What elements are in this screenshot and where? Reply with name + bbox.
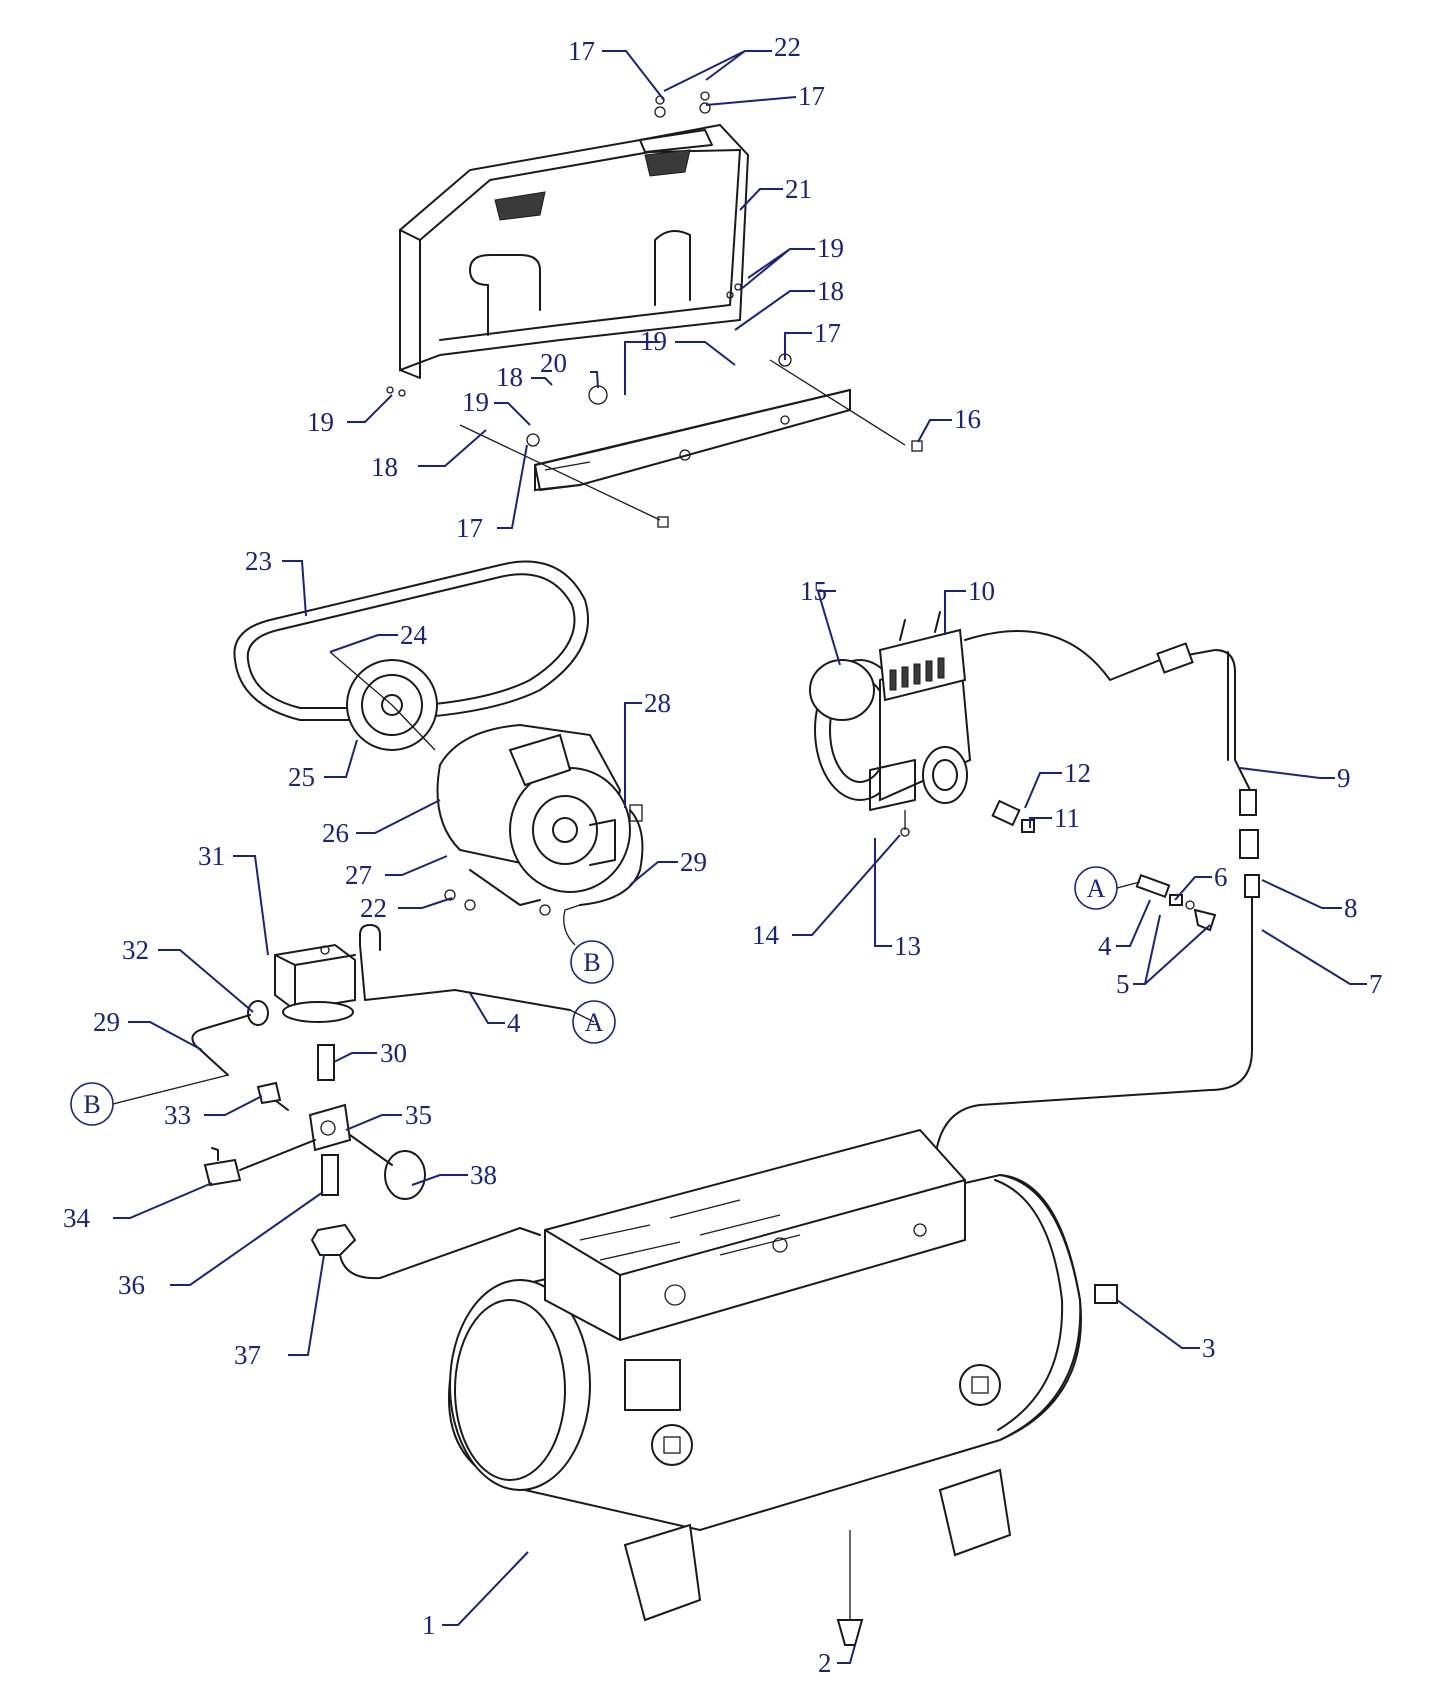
callout-36: 36 [118,1270,145,1300]
callout-2: 2 [818,1648,832,1678]
callout-37: 37 [234,1340,261,1370]
callout-24: 24 [400,620,428,650]
callout-23: 23 [245,546,272,576]
callout-34: 34 [63,1203,91,1233]
guard-bracket [386,283,923,528]
callout-26: 26 [322,818,349,848]
callout-12: 12 [1064,758,1091,788]
callout-29: 29 [680,847,707,877]
callout-35: 35 [405,1100,432,1130]
callout-18: 18 [817,276,844,306]
tank-shroud [544,1128,966,1342]
callout-6: 6 [1214,862,1228,892]
callout-19: 19 [307,407,334,437]
callout-8: 8 [1344,893,1358,923]
callout-19: 19 [817,233,844,263]
connector-a-right: A [1074,866,1118,910]
pressure-switch [191,924,571,1081]
callout-17: 17 [798,81,825,111]
callout-11: 11 [1054,803,1080,833]
callout-32: 32 [122,935,149,965]
callout-3: 3 [1202,1333,1216,1363]
callout-15: 15 [800,576,827,606]
callout-7: 7 [1369,969,1383,999]
svg-text:B: B [83,1090,100,1119]
drive-belt [233,560,589,721]
svg-text:B: B [583,948,600,977]
callout-31: 31 [198,841,225,871]
callout-14: 14 [752,920,780,950]
compressor-pump [809,611,1035,837]
belt-guard [399,91,750,379]
connector-b-right: B [570,940,614,984]
electric-motor [391,704,644,916]
callout-27: 27 [345,860,372,890]
air-tank [448,1173,1118,1646]
svg-text:A: A [1087,874,1106,903]
callout-5: 5 [1116,969,1130,999]
callout-13: 13 [894,931,921,961]
callout-17: 17 [814,318,841,348]
callout-9: 9 [1337,763,1351,793]
callout-20: 20 [540,348,567,378]
callout-17: 17 [456,513,483,543]
callout-18: 18 [496,362,523,392]
callout-38: 38 [470,1160,497,1190]
callout-19: 19 [462,387,489,417]
connector-b-left: B [70,1082,114,1126]
manifold-cross [203,1081,541,1280]
callout-10: 10 [968,576,995,606]
callout-22: 22 [774,32,801,62]
callout-33: 33 [164,1100,191,1130]
callout-21: 21 [785,174,812,204]
outlet-tube [934,630,1260,1161]
callout-1: 1 [422,1610,436,1640]
callout-labels: 17 22 17 21 19 18 17 19 20 18 19 19 18 1… [63,32,1383,1678]
callout-30: 30 [380,1038,407,1068]
callout-4: 4 [1098,931,1112,961]
callout-29: 29 [93,1007,120,1037]
callout-leaders [113,50,1367,1664]
callout-16: 16 [954,404,981,434]
callout-28: 28 [644,688,671,718]
callout-4: 4 [507,1008,521,1038]
callout-18: 18 [371,452,398,482]
callout-22: 22 [360,893,387,923]
callout-17: 17 [568,36,595,66]
callout-25: 25 [288,762,315,792]
callout-19: 19 [640,326,667,356]
svg-text:A: A [585,1008,604,1037]
